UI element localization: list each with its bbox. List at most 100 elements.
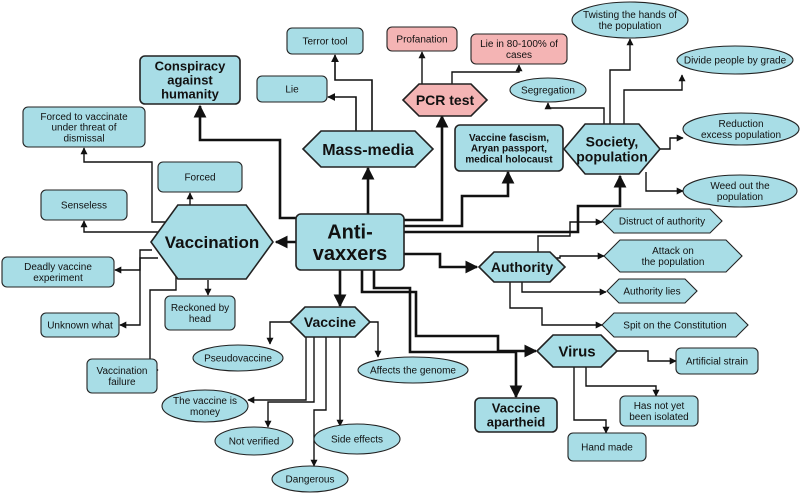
node-label: Segregation <box>521 86 575 97</box>
node-hexagon <box>401 83 489 117</box>
connector-arrow <box>331 54 373 131</box>
node-side-effects[interactable]: Side effects <box>313 423 401 455</box>
connector-arrow <box>247 337 307 404</box>
connector-arrow <box>372 270 523 399</box>
node-affects-genome[interactable]: Affects the genome <box>357 356 469 384</box>
node-profanation[interactable]: Profanation <box>386 26 458 52</box>
node-ellipse <box>676 45 794 75</box>
node-label: Mass-media <box>322 142 414 159</box>
node-antivaxxers[interactable]: Anti-vaxxers <box>295 213 405 271</box>
connector-arrow <box>509 282 603 329</box>
node-distrust[interactable]: Distruct of authority <box>601 208 723 234</box>
connector-arrow <box>660 134 684 150</box>
node-box <box>567 432 647 462</box>
node-society[interactable]: Society,population <box>562 123 662 175</box>
node-pcr-test[interactable]: PCR test <box>401 83 489 117</box>
node-segregation[interactable]: Segregation <box>509 77 587 103</box>
node-box <box>22 106 146 148</box>
node-not-verified[interactable]: Not verified <box>214 426 294 456</box>
node-ellipse <box>192 344 284 372</box>
node-lie[interactable]: Lie <box>256 75 328 103</box>
connector-arrow <box>404 252 479 274</box>
node-label: Unknown what <box>47 321 113 332</box>
node-hexagon <box>601 312 749 338</box>
node-label: PCR test <box>416 92 475 108</box>
node-box <box>474 397 558 433</box>
node-label: Hand made <box>581 443 633 454</box>
node-box <box>86 358 158 394</box>
node-label: Pseudovaccine <box>204 354 272 365</box>
node-terror-tool[interactable]: Terror tool <box>286 27 364 55</box>
connector-arrow <box>193 104 302 220</box>
node-box <box>619 395 699 427</box>
node-pseudovaccine[interactable]: Pseudovaccine <box>192 344 284 372</box>
connector-arrow <box>366 321 382 358</box>
node-label: Forced <box>184 173 215 184</box>
connector-arrow <box>264 337 315 428</box>
node-label: Affects the genome <box>370 366 456 377</box>
node-label: Vaccination <box>165 233 259 252</box>
node-artificial[interactable]: Artificial strain <box>675 347 759 375</box>
connector-layer <box>80 38 686 467</box>
node-label: Artificial strain <box>686 357 748 368</box>
node-virus[interactable]: Virus <box>535 334 619 368</box>
node-unknown-what[interactable]: Unknown what <box>40 312 120 338</box>
node-ellipse <box>271 465 349 493</box>
node-label: Divide people by grade <box>684 56 787 67</box>
node-ellipse <box>571 1 689 39</box>
node-box <box>286 27 364 55</box>
node-authority[interactable]: Authority <box>477 251 567 283</box>
node-senseless[interactable]: Senseless <box>40 189 128 221</box>
connector-arrow <box>119 257 158 329</box>
node-ellipse <box>682 112 800 146</box>
connector-arrow <box>404 174 627 234</box>
node-ellipse <box>357 356 469 384</box>
node-box <box>675 347 759 375</box>
node-mass-media[interactable]: Mass-media <box>301 130 435 168</box>
node-vaccine-fascism[interactable]: Vaccine fascism,Aryan passport,medical h… <box>454 124 564 172</box>
node-label: Vaccine <box>304 314 356 330</box>
node-hexagon <box>288 306 372 338</box>
node-hexagon <box>301 130 435 168</box>
node-hand-made[interactable]: Hand made <box>567 432 647 462</box>
node-spit[interactable]: Spit on the Constitution <box>601 312 749 338</box>
connector-arrow <box>573 367 610 434</box>
node-box <box>139 55 241 105</box>
node-label: Terror tool <box>302 37 347 48</box>
node-hexagon <box>606 278 698 304</box>
node-label: Dangerous <box>286 475 335 486</box>
node-forced[interactable]: Forced <box>157 161 243 193</box>
node-dangerous[interactable]: Dangerous <box>271 465 349 493</box>
connector-arrow <box>114 249 152 274</box>
node-authority-lies[interactable]: Authority lies <box>606 278 698 304</box>
node-label: Authority <box>491 259 553 275</box>
node-box <box>157 161 243 193</box>
node-vaccine[interactable]: Vaccine <box>288 306 372 338</box>
connector-arrow <box>616 350 677 365</box>
node-vaccination[interactable]: Vaccination <box>150 204 274 280</box>
node-hexagon <box>562 123 662 175</box>
node-label: Side effects <box>331 435 383 446</box>
node-divide[interactable]: Divide people by grade <box>676 45 794 75</box>
node-box <box>295 213 405 271</box>
node-label: Lie <box>285 85 299 96</box>
